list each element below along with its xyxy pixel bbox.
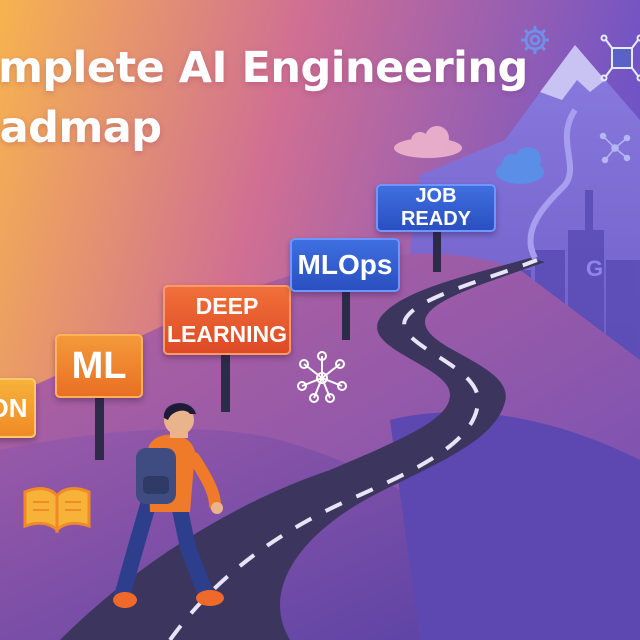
building-logo: G xyxy=(586,256,603,281)
sign-ml: ML xyxy=(55,334,143,398)
road-center-line xyxy=(168,258,538,640)
neural-network-icon xyxy=(297,351,347,403)
chip-icon xyxy=(600,34,640,82)
traveler xyxy=(113,403,224,608)
title-line-2: Roadmap xyxy=(0,103,162,153)
network-icon xyxy=(599,132,631,164)
sign-partial: ON xyxy=(0,378,36,438)
sign-mlops: MLOps xyxy=(290,238,400,292)
sign-posts xyxy=(95,228,441,460)
mountain-trail xyxy=(527,108,578,260)
mountain-snowcap xyxy=(540,45,605,100)
sign-deep-learning-line-1: DEEP xyxy=(195,293,259,319)
page-title: Complete AI Engineering Roadmap xyxy=(0,38,528,158)
book-icon xyxy=(23,487,91,534)
cloud-icon xyxy=(496,147,544,184)
sign-deep-learning: DEEP LEARNING xyxy=(163,285,291,355)
cloud-decor xyxy=(394,126,462,158)
sign-ml-label: ML xyxy=(71,344,127,387)
sign-deep-learning-line-2: LEARNING xyxy=(166,321,288,347)
gear-icon xyxy=(521,26,549,54)
right-ground xyxy=(390,412,640,640)
sign-job-ready-label: JOB READY xyxy=(400,185,471,230)
title-line-1: Complete AI Engineering xyxy=(0,43,528,93)
sign-mlops-label: MLOps xyxy=(297,249,393,280)
sign-job-ready: JOB READY xyxy=(376,184,496,232)
sign-partial-label: ON xyxy=(0,392,28,423)
